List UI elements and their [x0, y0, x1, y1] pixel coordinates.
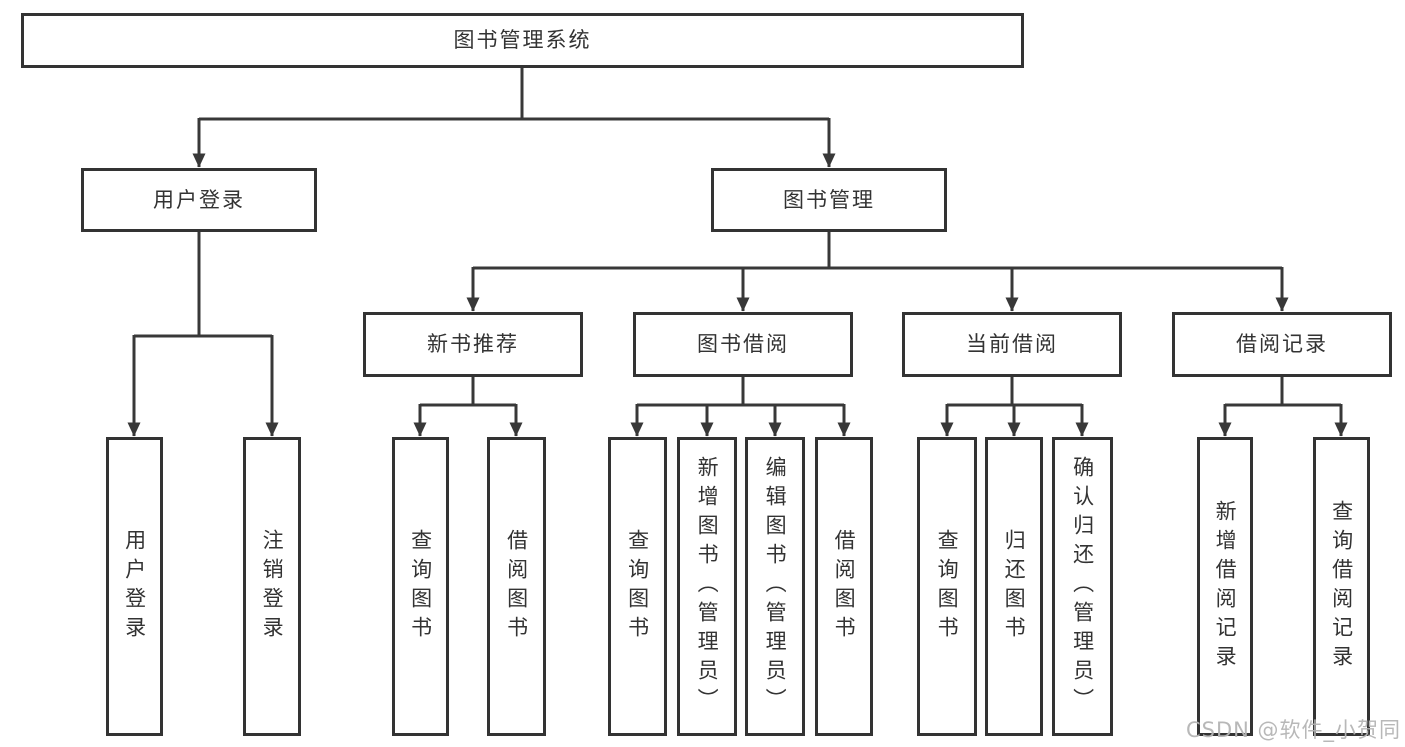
leaf-borrow-books-recommend: 借阅图书 [487, 437, 546, 736]
node-library-management-system: 图书管理系统 [21, 13, 1024, 68]
leaf-borrow-books: 借阅图书 [815, 437, 873, 736]
leaf-query-books-borrowing: 查询图书 [608, 437, 667, 736]
leaf-confirm-return-admin: 确认归还（管理员） [1052, 437, 1113, 736]
node-book-management-branch: 图书管理 [711, 168, 947, 232]
leaf-return-books: 归还图书 [985, 437, 1043, 736]
csdn-watermark: CSDN @软件_小贺同学 [1186, 718, 1402, 742]
leaf-add-borrowing-record: 新增借阅记录 [1197, 437, 1253, 736]
leaf-logout: 注销登录 [243, 437, 301, 736]
node-new-book-recommendation: 新书推荐 [363, 312, 583, 377]
leaf-user-login: 用户登录 [106, 437, 163, 736]
leaf-query-books-current: 查询图书 [917, 437, 977, 736]
node-book-borrowing: 图书借阅 [633, 312, 853, 377]
node-user-login-branch: 用户登录 [81, 168, 317, 232]
leaf-query-borrowing-record: 查询借阅记录 [1313, 437, 1370, 736]
leaf-add-books-admin: 新增图书（管理员） [677, 437, 737, 736]
leaf-query-books-recommend: 查询图书 [392, 437, 449, 736]
node-current-borrowing: 当前借阅 [902, 312, 1122, 377]
node-borrowing-records: 借阅记录 [1172, 312, 1392, 377]
leaf-edit-books-admin: 编辑图书（管理员） [745, 437, 805, 736]
